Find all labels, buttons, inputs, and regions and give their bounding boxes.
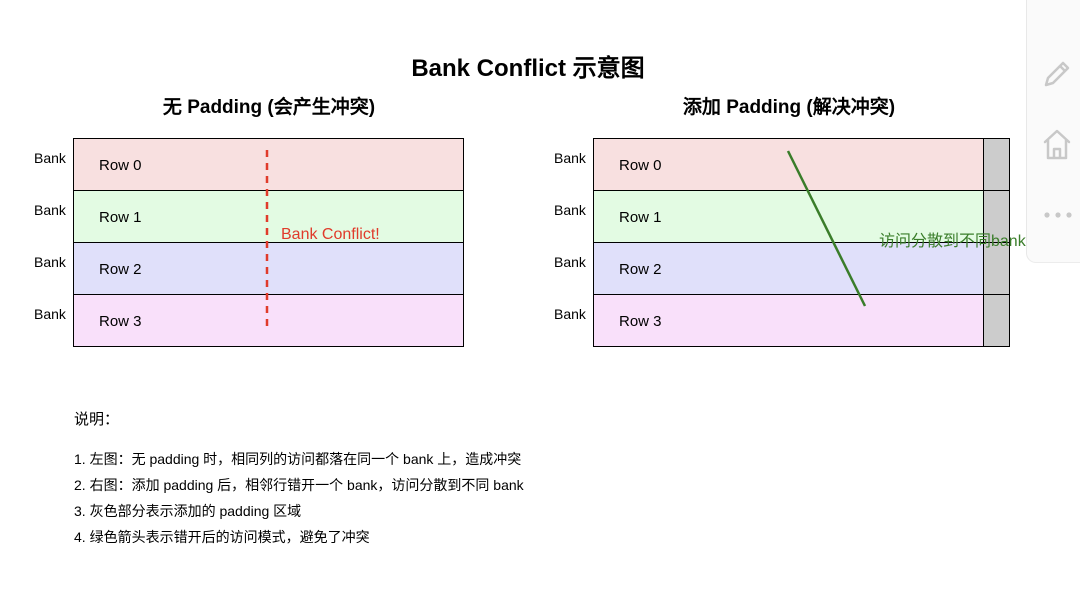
row-label: Row 1: [619, 209, 662, 226]
bank-label: Bank: [554, 306, 586, 322]
bank-label: Bank: [34, 202, 66, 218]
note-item: 2. 右图：添加 padding 后，相邻行错开一个 bank，访问分散到不同 …: [74, 477, 524, 493]
notes-heading: 说明：: [74, 411, 120, 428]
padding-cell: [983, 190, 1010, 243]
left-panel-subtitle: 无 Padding (会产生冲突): [162, 97, 376, 118]
row-label: Row 0: [619, 157, 662, 174]
row-0: [593, 138, 984, 191]
padding-cell: [983, 294, 1010, 347]
access-annotation: 访问分散到不同bank: [879, 233, 1026, 250]
row-label: Row 2: [99, 261, 142, 278]
note-item: 1. 左图：无 padding 时，相同列的访问都落在同一个 bank 上，造成…: [74, 451, 522, 467]
bank-label: Bank: [554, 254, 586, 270]
home-icon[interactable]: [1041, 124, 1073, 164]
row-2: [73, 242, 464, 295]
row-label: Row 2: [619, 261, 662, 278]
row-3: [73, 294, 464, 347]
row-label: Row 3: [99, 313, 142, 330]
bank-label: Bank: [34, 254, 66, 270]
row-0: [73, 138, 464, 191]
pencil-icon[interactable]: [1041, 54, 1071, 90]
bank-label: Bank: [34, 150, 66, 166]
bank-label: Bank: [34, 306, 66, 322]
padding-cell: [983, 242, 1010, 295]
row-label: Row 1: [99, 209, 142, 226]
row-1: [593, 190, 984, 243]
padding-cell: [983, 138, 1010, 191]
side-toolbar: [1026, 0, 1080, 263]
chat-icon[interactable]: [1041, 0, 1071, 14]
row-1: [73, 190, 464, 243]
row-3: [593, 294, 984, 347]
row-2: [593, 242, 984, 295]
right-panel-subtitle: 添加 Padding (解决冲突): [682, 97, 896, 118]
note-item: 3. 灰色部分表示添加的 padding 区域: [74, 503, 302, 519]
diagram-title: Bank Conflict 示意图: [411, 55, 645, 82]
conflict-annotation: Bank Conflict!: [281, 226, 380, 243]
row-label: Row 0: [99, 157, 142, 174]
more-icon[interactable]: [1043, 208, 1075, 222]
bank-label: Bank: [554, 150, 586, 166]
row-label: Row 3: [619, 313, 662, 330]
bank-label: Bank: [554, 202, 586, 218]
note-item: 4. 绿色箭头表示错开后的访问模式，避免了冲突: [74, 529, 370, 545]
